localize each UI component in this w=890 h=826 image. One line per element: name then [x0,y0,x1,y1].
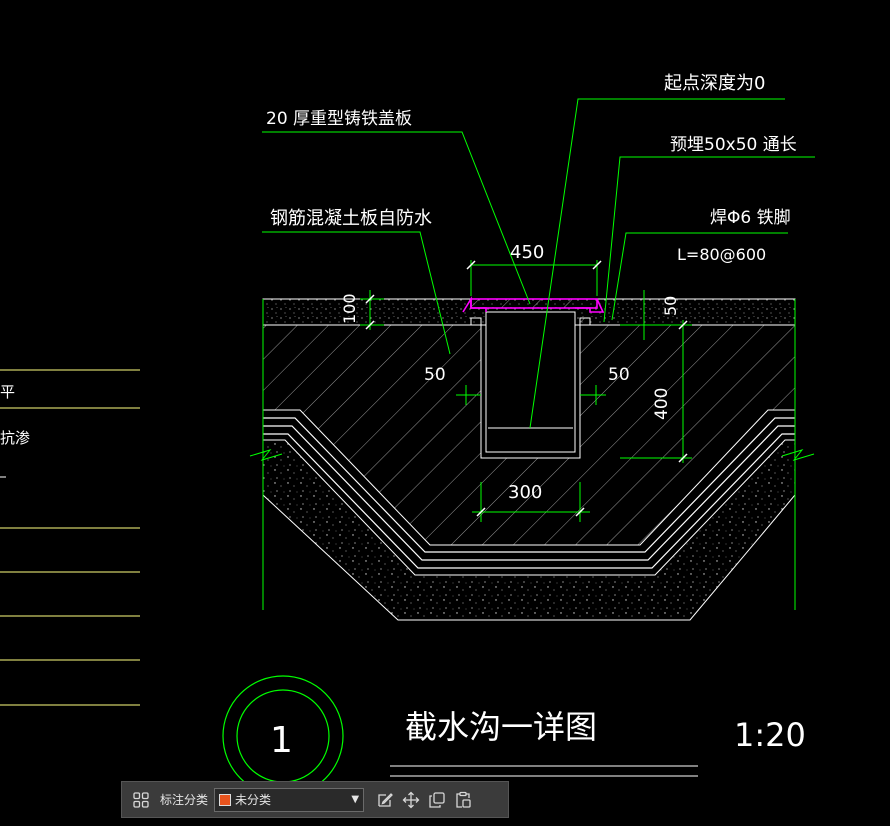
dim-100-text: 100 [340,293,359,324]
chevron-down-icon: ▼ [351,794,360,805]
dim-400-text: 400 [652,388,672,420]
concrete-body [262,317,796,546]
edit-icon[interactable] [372,787,398,813]
dimension-ticks [365,260,688,517]
paste-icon[interactable] [450,787,476,813]
annotation-toolbar: 标注分类 未分类 ▼ [121,781,509,818]
dim-50-left-text: 50 [424,365,446,385]
rc-slab-label: 钢筋混凝土板自防水 [270,208,432,229]
detail-title: 截水沟一详图 [405,708,597,746]
waterproof-layers [263,417,795,569]
cover-plate-label: 20 厚重型铸铁盖板 [266,109,412,129]
break-lines [249,299,815,610]
dim-50-right-text: 50 [608,365,630,385]
category-select-value: 未分类 [235,793,272,807]
left-reference-lines [0,369,140,706]
weld-feet-label: 焊Φ6 铁脚 [710,208,791,228]
spacing-label: L=80@600 [677,245,766,264]
cover-right-seat [575,298,605,313]
category-color-swatch [219,793,232,806]
dim-450-text: 450 [510,242,544,263]
move-icon[interactable] [398,787,424,813]
detail-number: 1 [270,720,293,761]
dim-50-vertical-text: 50 [661,296,680,316]
leader-lines [262,98,815,522]
cast-iron-cover [470,298,598,309]
detail-scale: 1:20 [734,716,806,754]
embedded-steel-label: 预埋50x50 通长 [670,135,797,155]
category-label: 标注分类 [160,793,209,807]
left-text-fragment-1: 平 [0,383,15,401]
category-select[interactable]: 未分类 ▼ [214,787,365,812]
copy-icon[interactable] [424,787,450,813]
grid-icon[interactable] [128,787,154,813]
cover-left-seat [462,296,487,313]
left-text-fragment-2: 抗渗 [0,429,30,447]
start-depth-label: 起点深度为0 [664,73,765,94]
channel-opening [485,311,576,453]
dim-300-text: 300 [508,482,542,503]
